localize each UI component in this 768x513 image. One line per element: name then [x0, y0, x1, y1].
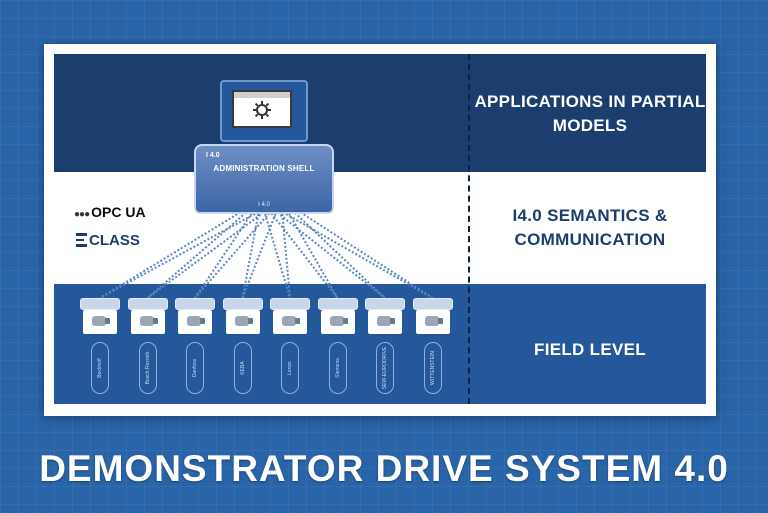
shell-prefix: I 4.0 — [206, 152, 220, 159]
monitor-icon — [220, 80, 308, 142]
connection-line — [241, 209, 278, 299]
field-device: Siemens — [317, 298, 358, 396]
connection-line — [268, 209, 339, 299]
connection-line — [241, 209, 260, 299]
applications-band — [54, 54, 706, 172]
connection-line — [291, 209, 386, 299]
label-applications: APPLICATIONS IN PARTIAL MODELS — [474, 92, 706, 135]
connection-line — [99, 209, 245, 299]
field-device: Lenze — [270, 298, 310, 396]
connection-line — [99, 209, 263, 299]
connection-line — [281, 209, 291, 299]
device-head — [412, 298, 453, 310]
device-drive-icon — [178, 310, 212, 334]
diagram-panel: APPLICATIONS IN PARTIAL MODELS I4.0 SEMA… — [44, 44, 716, 416]
device-tag: KEBA — [233, 342, 252, 394]
device-drive-icon — [83, 310, 117, 334]
device-label: KEBA — [239, 361, 246, 375]
dashed-divider — [468, 54, 470, 404]
device-head — [365, 298, 405, 310]
device-label: WITTENSTEIN — [429, 351, 436, 385]
connection-line — [286, 209, 339, 299]
device-label: SEW-EURODRIVE — [382, 346, 388, 390]
connection-line — [194, 209, 255, 299]
device-drive-icon — [415, 310, 450, 334]
eclass-text: CLASS — [89, 232, 140, 249]
device-drive-icon — [225, 310, 260, 334]
eclass-logo: CLASS — [76, 232, 140, 249]
label-field-level: FIELD LEVEL — [534, 340, 646, 359]
device-label: Bosch Rexroth — [144, 351, 151, 385]
device-drive-icon — [320, 310, 355, 334]
connection-lines — [99, 209, 434, 299]
screen-title-bar — [234, 92, 290, 98]
shell-title: ADMINISTRATION SHELL — [213, 164, 315, 173]
device-tag: WITTENSTEIN — [423, 342, 442, 394]
gear-icon — [253, 101, 271, 119]
eclass-e-icon — [76, 233, 87, 247]
connection-line — [263, 209, 291, 299]
shell-footer-prefix: I 4.0 — [258, 202, 270, 208]
device-tag: Siemens — [328, 342, 347, 394]
device-label: Danfoss — [192, 358, 198, 378]
screen — [232, 90, 292, 128]
opc-ua-logo: ●●●OPC UA — [74, 204, 146, 220]
device-label: Lenze — [287, 361, 293, 375]
field-device: Danfoss — [175, 298, 215, 396]
opc-dots-icon: ●●● — [74, 209, 90, 220]
device-label: Beckhoff — [97, 358, 103, 378]
connection-line — [146, 209, 268, 299]
field-device: WITTENSTEIN — [412, 298, 453, 396]
device-head — [317, 298, 358, 310]
connection-line — [146, 209, 250, 299]
device-drive-icon — [273, 310, 307, 334]
device-head — [222, 298, 263, 310]
connection-line — [273, 209, 386, 299]
opc-ua-text: OPC UA — [91, 204, 146, 220]
device-tag: SEW-EURODRIVE — [376, 342, 394, 394]
device-head — [175, 298, 215, 310]
device-tag: Lenze — [281, 342, 299, 394]
device-head — [80, 298, 120, 310]
administration-shell: I 4.0 ADMINISTRATION SHELL I 4.0 — [194, 144, 334, 214]
field-device: Bosch Rexroth — [127, 298, 168, 396]
connection-line — [194, 209, 273, 299]
device-drive-icon — [368, 310, 402, 334]
connection-line — [278, 209, 433, 299]
device-head — [270, 298, 310, 310]
field-device: Beckhoff — [80, 298, 120, 396]
connection-line — [296, 209, 434, 299]
semantics-band — [54, 172, 706, 284]
field-device: SEW-EURODRIVE — [365, 298, 405, 396]
label-semantics: I4.0 SEMANTICS & COMMUNICATION — [512, 206, 668, 249]
device-label: Siemens — [334, 358, 341, 378]
device-tag: Beckhoff — [91, 342, 109, 394]
device-drive-icon — [130, 310, 165, 334]
page-title: DEMONSTRATOR DRIVE SYSTEM 4.0 — [39, 448, 729, 489]
field-device: KEBA — [222, 298, 263, 396]
device-tag: Danfoss — [186, 342, 204, 394]
device-tag: Bosch Rexroth — [138, 342, 157, 394]
device-head — [127, 298, 168, 310]
